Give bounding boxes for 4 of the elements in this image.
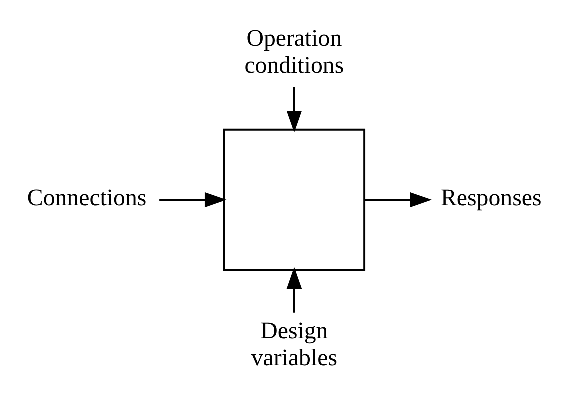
node-text: Design variables bbox=[251, 318, 338, 372]
node-text: Connections bbox=[27, 186, 147, 212]
node-text: Operation conditions bbox=[244, 26, 344, 79]
node-text: Responses bbox=[441, 186, 542, 212]
